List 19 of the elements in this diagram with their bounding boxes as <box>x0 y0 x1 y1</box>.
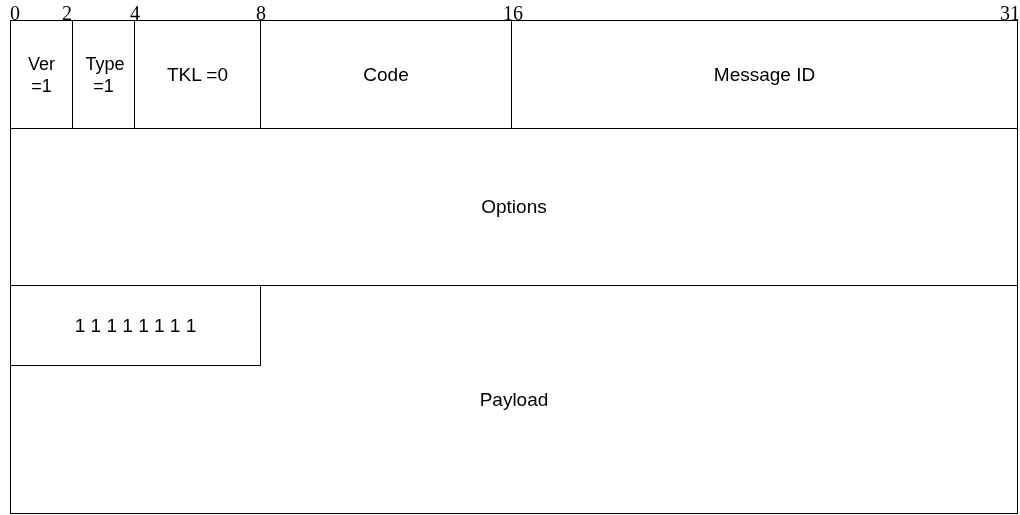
field-cell <box>511 20 1018 129</box>
field-label: Options <box>481 195 547 219</box>
field-label: Message ID <box>713 62 816 87</box>
field-label: Ver =1 <box>27 52 56 97</box>
bit-number: 16 <box>503 1 523 26</box>
bit-number: 0 <box>10 1 20 26</box>
bit-number: 4 <box>130 1 140 26</box>
field-cell <box>10 20 73 129</box>
field-cell <box>10 285 261 366</box>
field-cell <box>10 285 1018 514</box>
field-cell <box>10 128 1018 286</box>
bit-number: 8 <box>256 1 266 26</box>
field-label: 1 1 1 1 1 1 1 1 <box>74 313 197 338</box>
field-label: Code <box>363 62 409 87</box>
field-label: Payload <box>479 387 549 412</box>
bit-number: 2 <box>62 1 72 26</box>
field-label: Type =1 <box>84 52 124 97</box>
field-label: TKL =0 <box>166 62 229 87</box>
bit-number: 31 <box>1000 1 1020 26</box>
